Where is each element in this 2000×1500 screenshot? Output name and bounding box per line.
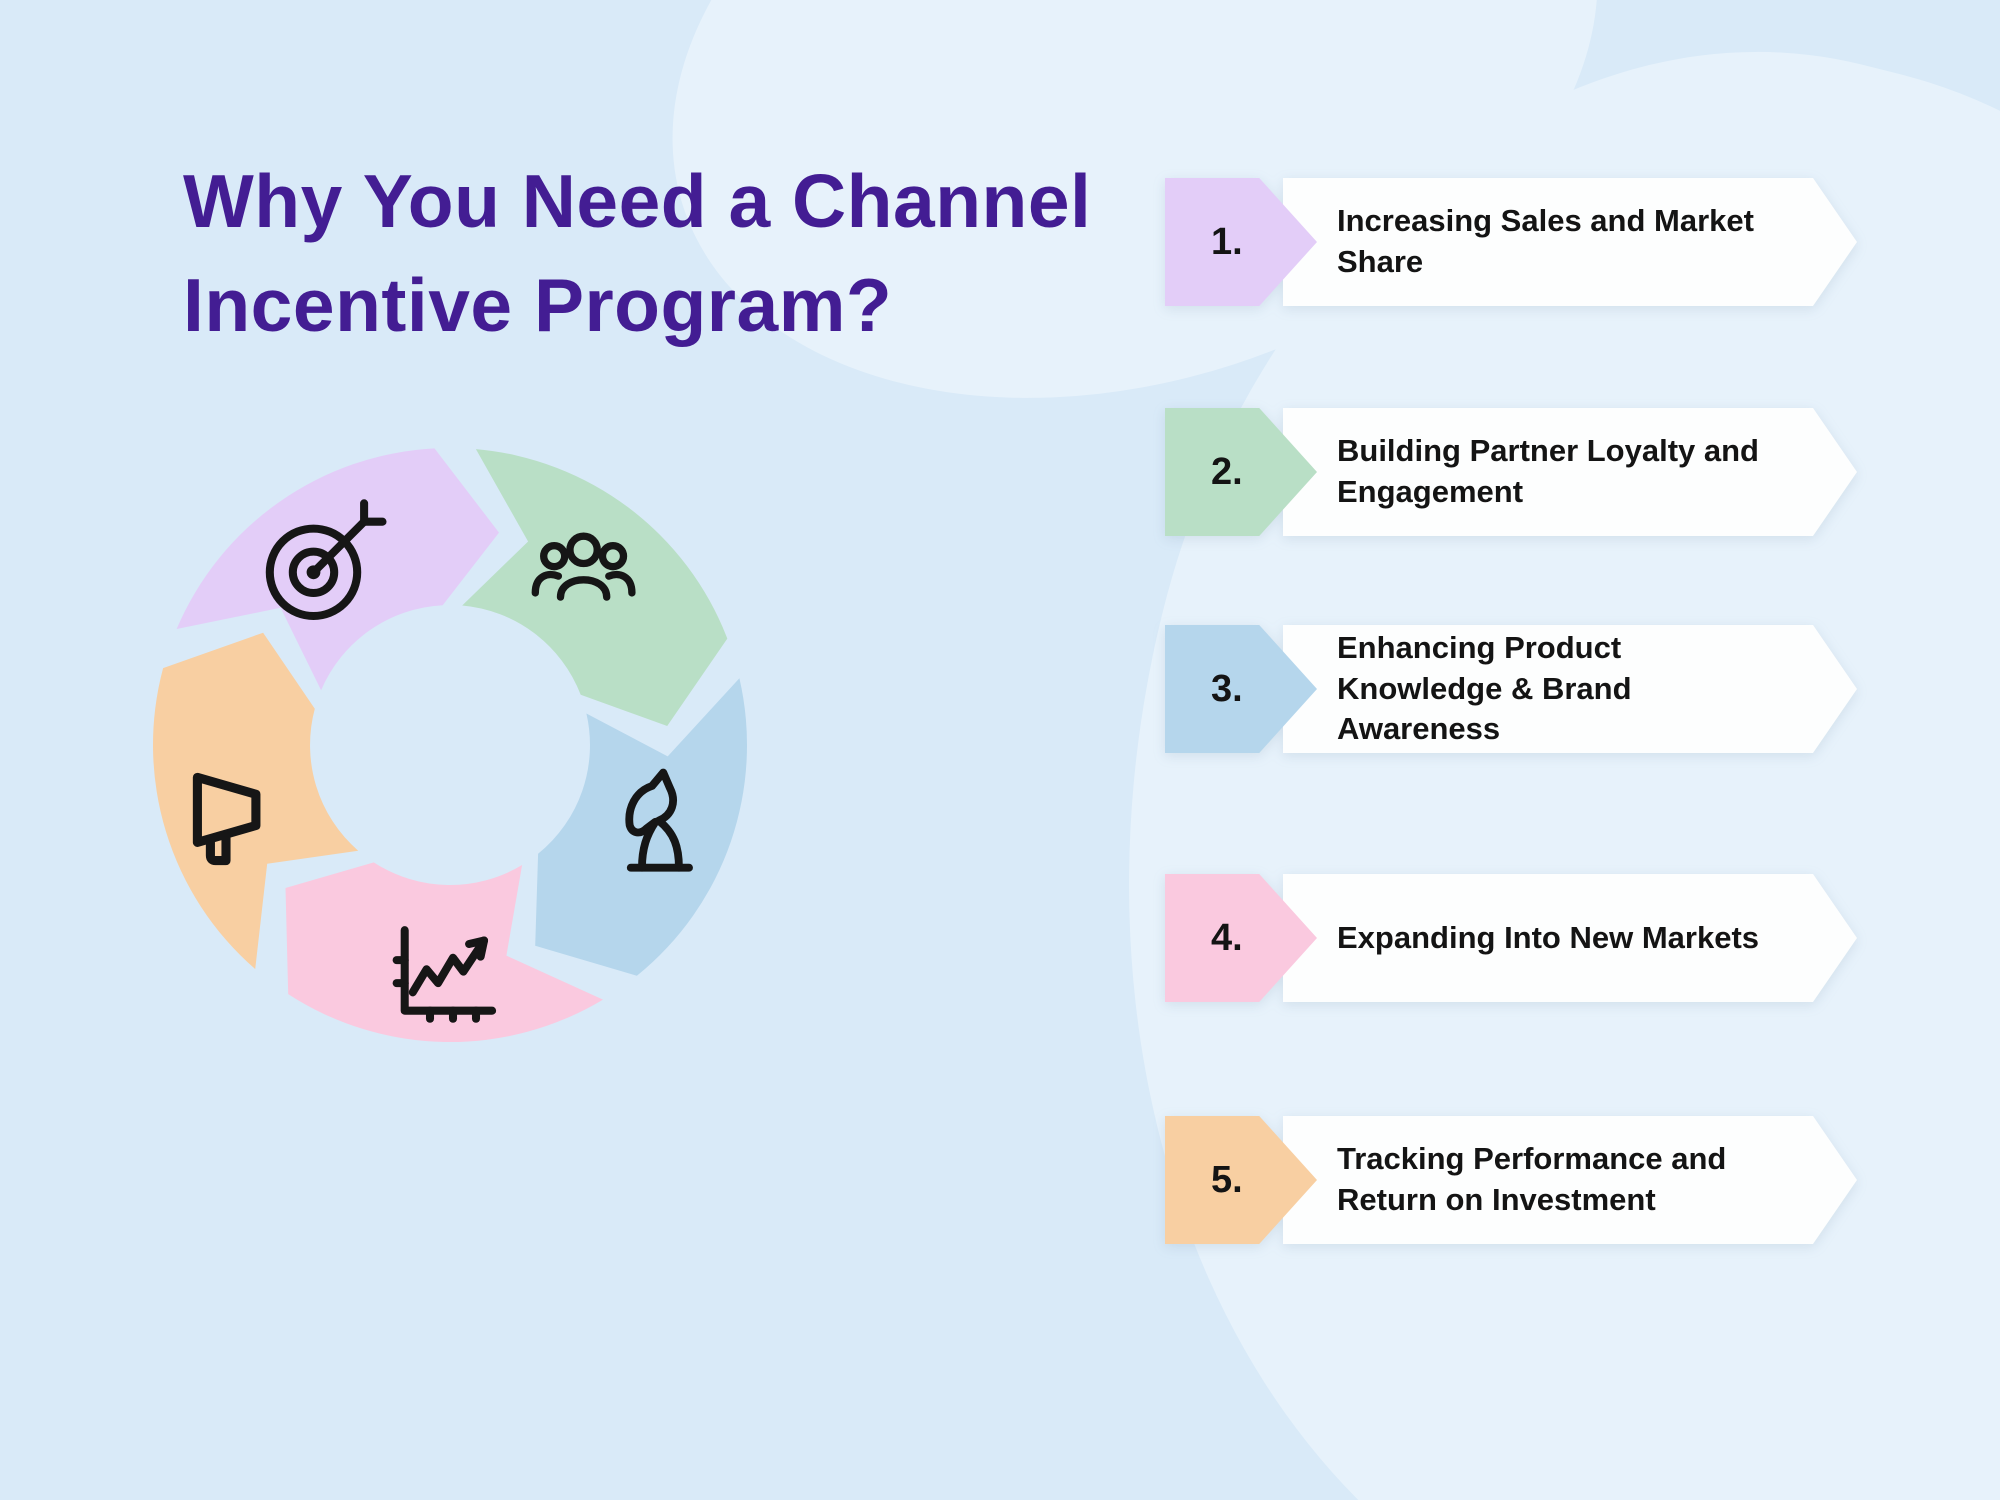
chart-icon bbox=[392, 926, 497, 1023]
benefit-banner: Increasing Sales and Market Share bbox=[1283, 178, 1857, 306]
benefit-label: Expanding Into New Markets bbox=[1337, 919, 1760, 955]
benefit-banner: Building Partner Loyalty and Engagement bbox=[1283, 408, 1857, 536]
benefit-banner: Tracking Performance and Return on Inves… bbox=[1283, 1116, 1857, 1244]
benefit-label: Building Partner Loyalty and Engagement bbox=[1337, 433, 1759, 509]
benefit-number: 3. bbox=[1211, 667, 1243, 710]
benefit-number: 2. bbox=[1211, 450, 1243, 493]
cycle-segment-2 bbox=[462, 449, 728, 726]
page-title: Why You Need a Channel Incentive Program… bbox=[183, 159, 1092, 347]
benefit-label: Tracking Performance and Return on Inves… bbox=[1337, 1141, 1727, 1217]
benefit-number: 4. bbox=[1211, 916, 1243, 959]
benefit-item: Expanding Into New Markets 4. bbox=[1165, 874, 1857, 1002]
benefit-label: Increasing Sales and Market Share bbox=[1337, 203, 1754, 279]
benefit-number: 1. bbox=[1211, 220, 1243, 263]
knight-icon bbox=[625, 768, 693, 872]
cycle-svg bbox=[152, 448, 748, 1043]
benefit-item: Increasing Sales and Market Share 1. bbox=[1165, 178, 1857, 306]
cycle-diagram bbox=[120, 415, 780, 1075]
benefit-item: Tracking Performance and Return on Inves… bbox=[1165, 1116, 1857, 1244]
team-icon bbox=[531, 532, 636, 601]
benefit-banner: Expanding Into New Markets bbox=[1283, 874, 1857, 1002]
target-icon bbox=[265, 499, 387, 621]
benefit-item: Building Partner Loyalty and Engagement … bbox=[1165, 408, 1857, 536]
benefit-number: 5. bbox=[1211, 1158, 1243, 1201]
cycle-segment-4 bbox=[285, 862, 603, 1043]
megaphone-icon bbox=[192, 772, 261, 866]
benefit-banner: Enhancing Product Knowledge & Brand Awar… bbox=[1283, 625, 1857, 753]
benefit-label: Enhancing Product Knowledge & Brand Awar… bbox=[1337, 629, 1632, 747]
benefit-item: Enhancing Product Knowledge & Brand Awar… bbox=[1165, 625, 1857, 753]
cycle-segment-3 bbox=[535, 678, 748, 976]
